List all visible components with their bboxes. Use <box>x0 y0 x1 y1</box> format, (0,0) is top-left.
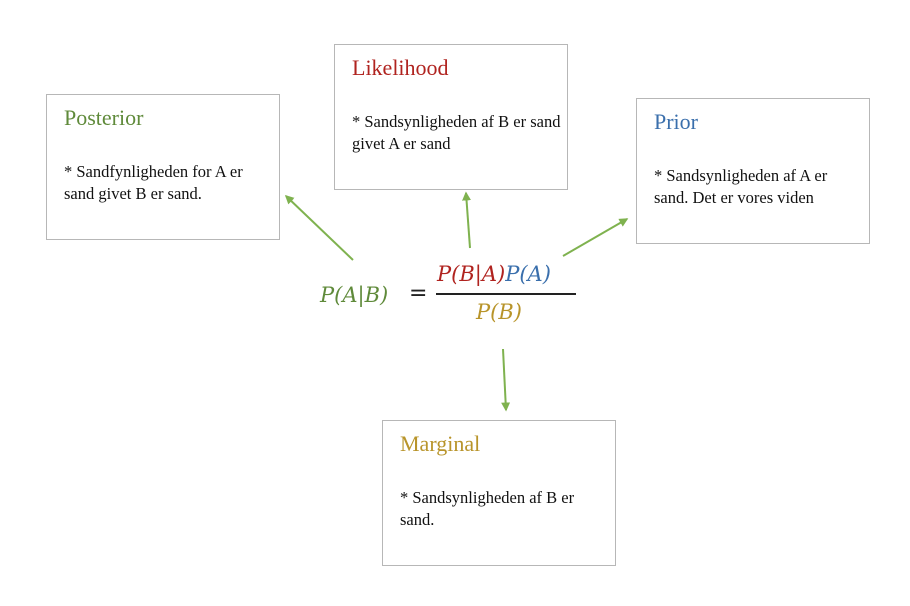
posterior-title: Posterior <box>64 105 144 130</box>
formula-posterior-term: P(A|B) <box>320 283 389 307</box>
formula-numerator: P(B|A)P(A) <box>437 261 551 287</box>
posterior-box: Posterior * Sandfynligheden for A er san… <box>46 94 280 240</box>
formula-equals-sign: = <box>409 281 428 306</box>
arrow-to-marginal <box>501 348 511 412</box>
posterior-description: * Sandfynligheden for A er sand givet B … <box>64 162 243 203</box>
prior-description: * Sandsynligheden af A er sand. Det er v… <box>654 166 828 207</box>
marginal-box: Marginal * Sandsynligheden af B er sand. <box>382 420 616 566</box>
arrow-to-posterior <box>284 194 354 261</box>
prior-title: Prior <box>654 109 698 134</box>
formula-marginal-term: P(B) <box>476 300 522 324</box>
likelihood-title: Likelihood <box>352 55 449 80</box>
formula-likelihood-term: P(B|A) <box>437 262 506 286</box>
arrow-to-likelihood <box>462 191 472 249</box>
formula-fraction-bar <box>436 293 576 295</box>
marginal-title: Marginal <box>400 431 481 456</box>
arrow-to-prior <box>562 218 629 257</box>
likelihood-description: * Sandsynligheden af B er sand givet A e… <box>352 112 561 153</box>
prior-box: Prior * Sandsynligheden af A er sand. De… <box>636 98 870 244</box>
likelihood-box: Likelihood * Sandsynligheden af B er san… <box>334 44 568 190</box>
marginal-description: * Sandsynligheden af B er sand. <box>400 488 575 529</box>
formula-prior-term: P(A) <box>505 262 551 286</box>
